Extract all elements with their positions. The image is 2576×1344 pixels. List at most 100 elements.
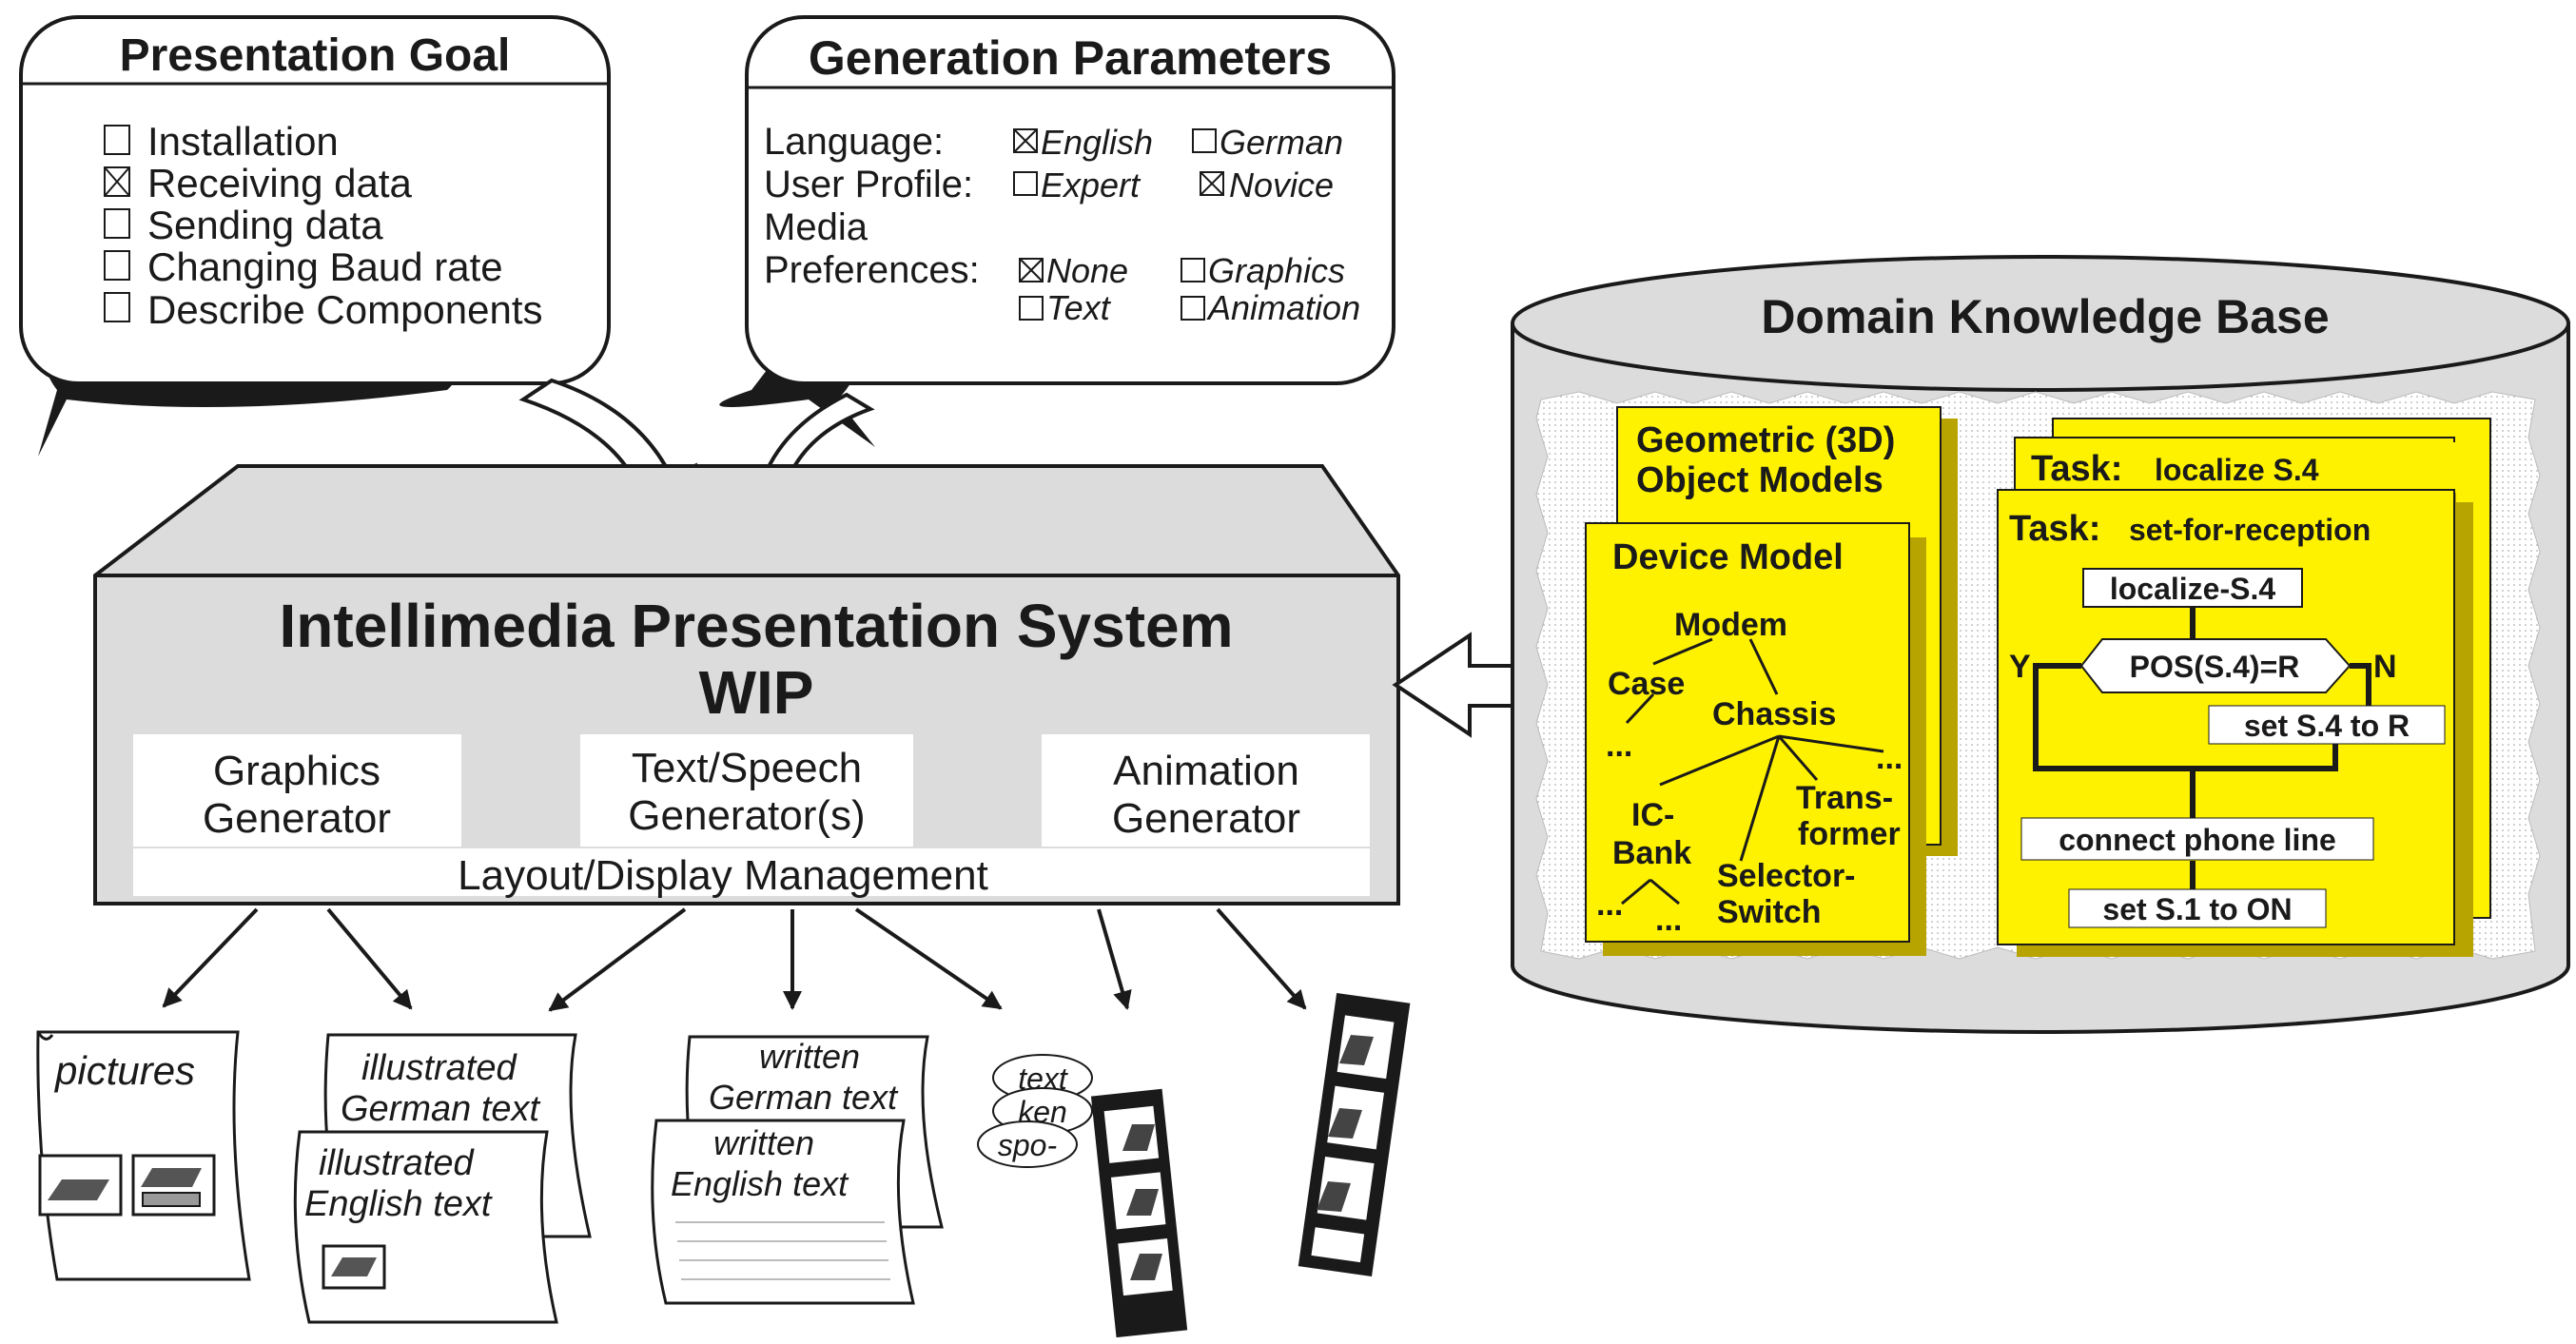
goal-option-sending-data: Sending data [104,203,383,247]
task-front-name: set-for-reception [2129,513,2371,547]
svg-text:Sending data: Sending data [147,203,383,247]
output-illustrated-english-text: illustrated English text [293,1130,558,1324]
language-label: Language: [764,121,944,163]
svg-text:Generator: Generator [203,795,391,842]
text-speech-generator: Text/Speech Generator(s) [580,734,913,847]
arrow-to-animation-2 [1216,907,1307,1010]
media-label: Media [764,206,868,248]
svg-text:...: ... [1606,728,1632,764]
svg-text:Changing Baud rate: Changing Baud rate [147,244,503,289]
goal-option-receiving-data: Receiving data [104,161,412,205]
task-back-name: localize S.4 [2155,453,2319,487]
task-back-prefix: Task: [2031,449,2122,489]
svg-text:localize-S.4: localize-S.4 [2110,572,2276,606]
media-text: Text [1046,288,1112,327]
svg-text:German text: German text [341,1089,541,1129]
checkbox-unchecked-icon [104,125,130,155]
generation-parameters-title: Generation Parameters [809,31,1332,85]
checkbox-unchecked-icon [1181,258,1205,282]
svg-text:Installation: Installation [147,119,339,164]
checkbox-unchecked-icon [1019,296,1044,321]
svg-text:POS(S.4)=R: POS(S.4)=R [2130,650,2300,684]
svg-text:connect phone line: connect phone line [2059,823,2336,857]
svg-text:...: ... [1655,902,1682,938]
task-set-for-reception: Task: set-for-reception localize-S.4 POS… [1997,489,2473,957]
svg-text:Graphics: Graphics [213,748,381,794]
svg-text:written: written [713,1123,814,1162]
arrow-to-animation-1 [1097,908,1132,1010]
system-subtitle: WIP [699,658,814,727]
flow-decision: POS(S.4)=R Y N [2009,638,2397,693]
language-german: German [1220,123,1343,162]
arrow-to-illustrated-german [326,907,413,1010]
film-strip-icon [1090,1088,1188,1338]
svg-text:N: N [2373,649,2397,685]
svg-text:German text: German text [709,1078,899,1117]
flow-step-set-r: set S.4 to R [2208,705,2446,745]
svg-text:Case: Case [1608,666,1685,702]
svg-text:...: ... [1596,886,1623,923]
svg-text:Layout/Display Management: Layout/Display Management [458,852,988,899]
svg-text:English text: English text [671,1164,849,1203]
svg-text:English text: English text [304,1184,493,1224]
device-tree-edges [1621,637,1884,906]
checkbox-unchecked-icon [104,250,130,281]
svg-text:text: text [1018,1062,1068,1096]
film-strip-icon [1298,992,1411,1276]
svg-text:Generator(s): Generator(s) [628,792,865,839]
arrow-to-illustrated-text [548,907,687,1012]
svg-text:Switch: Switch [1717,894,1822,930]
media-none: None [1046,251,1128,290]
svg-text:Y: Y [2009,649,2031,685]
device-model-title: Device Model [1612,537,1844,577]
svg-text:Selector-: Selector- [1717,858,1856,894]
svg-text:Text/Speech: Text/Speech [632,745,862,791]
svg-text:illustrated: illustrated [361,1048,517,1088]
profile-novice: Novice [1229,166,1334,205]
flow-step-set-on: set S.1 to ON [2068,888,2327,928]
media-animation: Animation [1206,288,1360,327]
speech-bubble-icon [977,1120,1078,1168]
knowledge-base-arrow [1392,632,1514,738]
domain-knowledge-base: Domain Knowledge Base Geometric (3D) Obj… [1511,255,2570,1034]
media-graphics: Graphics [1208,251,1345,290]
profile-expert: Expert [1041,166,1142,205]
output-written-english-text: written English text [651,1119,915,1305]
text-lines-decoration [675,1221,890,1280]
user-profile-label: User Profile: [764,164,973,205]
output-spoken-text: text ken spo- [977,1054,1188,1338]
checkbox-unchecked-icon [1013,171,1038,196]
system-title: Intellimedia Presentation System [280,592,1234,660]
svg-text:set S.1 to ON: set S.1 to ON [2102,892,2292,926]
checkbox-unchecked-icon [1181,296,1205,321]
picture-thumbnail-icon [38,1154,216,1217]
goal-option-changing-baud-rate: Changing Baud rate [104,244,503,289]
preferences-label: Preferences: [764,249,980,291]
presentation-goal-title: Presentation Goal [120,30,511,81]
presentation-goal-panel: Presentation Goal Installation Receiving… [19,15,611,457]
checkbox-unchecked-icon [104,208,130,239]
svg-text:ken: ken [1018,1095,1067,1129]
svg-text:Modem: Modem [1674,607,1787,643]
svg-text:...: ... [1876,740,1903,776]
pictures-label: pictures [53,1048,195,1093]
svg-text:Animation: Animation [1113,748,1299,794]
svg-text:Chassis: Chassis [1712,696,1836,732]
svg-text:Generator: Generator [1112,795,1300,842]
generation-parameters-panel: Generation Parameters Language: English … [719,15,1395,447]
svg-text:Geometric (3D): Geometric (3D) [1636,420,1895,460]
layout-display-management: Layout/Display Management [133,848,1370,899]
svg-text:Object Models: Object Models [1636,460,1883,500]
knowledge-base-title: Domain Knowledge Base [1761,290,2329,343]
goal-option-installation: Installation [104,119,339,164]
graphics-generator: Graphics Generator [133,734,461,847]
goal-option-describe-components: Describe Components [104,287,543,332]
svg-text:Describe Components: Describe Components [147,287,543,332]
checkbox-unchecked-icon [1192,128,1217,153]
arrow-to-pictures [162,907,259,1008]
language-english: English [1041,123,1153,162]
illustration-thumbnail-icon [322,1244,386,1290]
wip-system-box: Intellimedia Presentation System WIP Gra… [93,464,1400,906]
flow-step-connect: connect phone line [2020,817,2374,861]
